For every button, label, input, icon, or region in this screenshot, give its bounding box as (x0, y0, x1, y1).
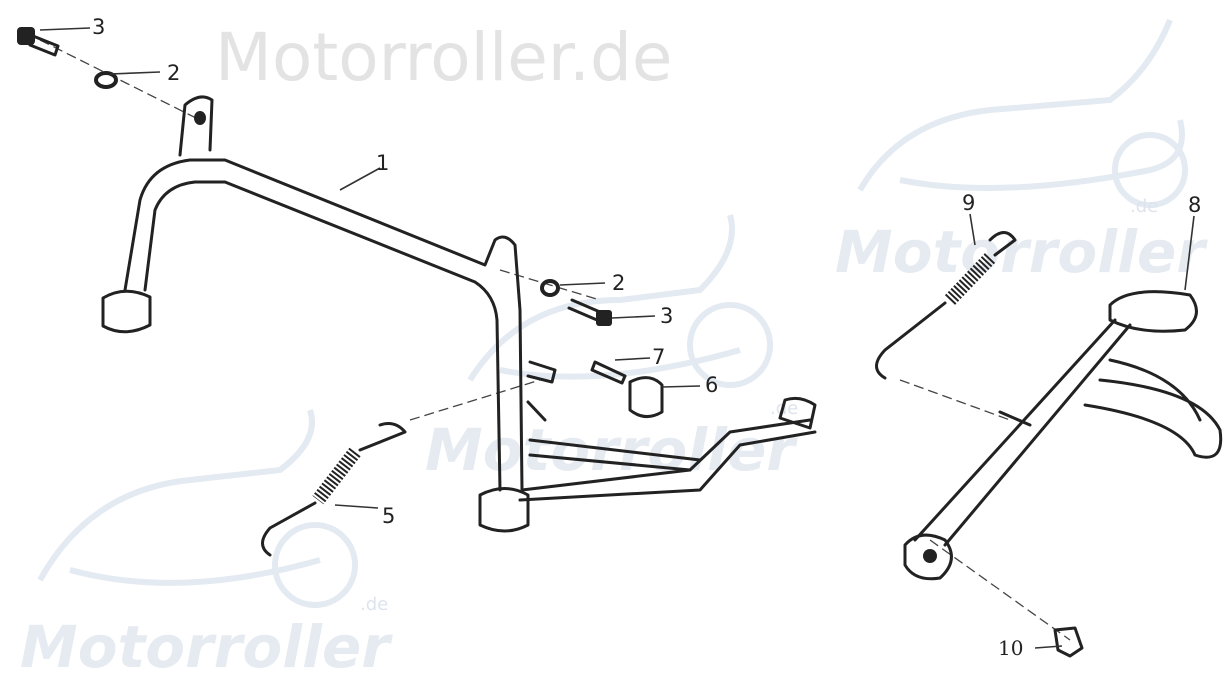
scooter-watermark-right (857, 18, 1188, 208)
leader-3-center (611, 315, 656, 319)
assembly-line-center (409, 269, 601, 421)
spring-part-5 (261, 422, 407, 557)
watermark-brand-right: Motorroller (835, 218, 1208, 286)
pin-part-7 (590, 360, 627, 385)
label-part-9: 9 (962, 191, 975, 215)
leader-2-center (559, 282, 606, 286)
bushing-part-6 (628, 376, 664, 418)
label-part-3-top: 3 (92, 15, 105, 39)
leader-5 (334, 504, 379, 509)
label-part-2-center: 2 (612, 271, 625, 295)
leader-6 (661, 385, 701, 388)
watermark-brand-left: Motorroller (20, 613, 393, 681)
label-part-7: 7 (652, 345, 665, 369)
watermark-suffix-left: .de (360, 594, 388, 615)
leader-1 (339, 167, 381, 191)
watermark-suffix-right: .de (1130, 196, 1158, 217)
assembly-line-right (899, 379, 1071, 641)
leader-9 (969, 213, 976, 246)
side-stand-part-8 (903, 290, 1223, 581)
leader-10 (1034, 645, 1063, 649)
scooter-watermark-left (37, 409, 358, 608)
washer-part-2-center (540, 279, 560, 297)
leader-3-top (39, 27, 91, 31)
scooter-watermark-center (467, 214, 773, 388)
main-stand-part-1 (101, 95, 817, 533)
label-part-1: 1 (376, 151, 389, 175)
leader-8 (1184, 215, 1195, 291)
watermark-top: Motorroller.de (215, 19, 672, 96)
leader-7 (614, 357, 651, 361)
bolt-part-3-center (567, 298, 612, 326)
label-part-10: 10 (998, 636, 1023, 660)
label-part-2-top: 2 (167, 61, 180, 85)
label-part-8: 8 (1188, 193, 1201, 217)
leader-2-top (109, 71, 161, 75)
bolt-part-3-top (17, 27, 60, 57)
label-part-5: 5 (382, 504, 395, 528)
label-part-3-center: 3 (660, 304, 673, 328)
washer-part-2-top (94, 71, 118, 89)
spring-part-9 (875, 231, 1017, 380)
label-part-6: 6 (705, 373, 718, 397)
